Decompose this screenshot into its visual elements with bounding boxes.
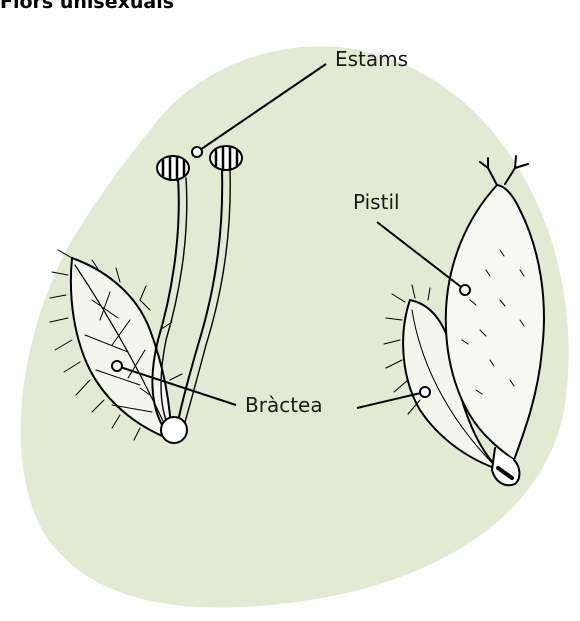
label-bract: Bràctea xyxy=(245,393,323,417)
diagram-title: Flors unisexuals xyxy=(0,0,174,13)
staminate-base xyxy=(161,417,187,443)
label-pistil: Pistil xyxy=(353,190,400,214)
anther-right xyxy=(210,146,242,170)
label-stamens: Estams xyxy=(335,47,408,71)
anther-left xyxy=(157,156,189,180)
